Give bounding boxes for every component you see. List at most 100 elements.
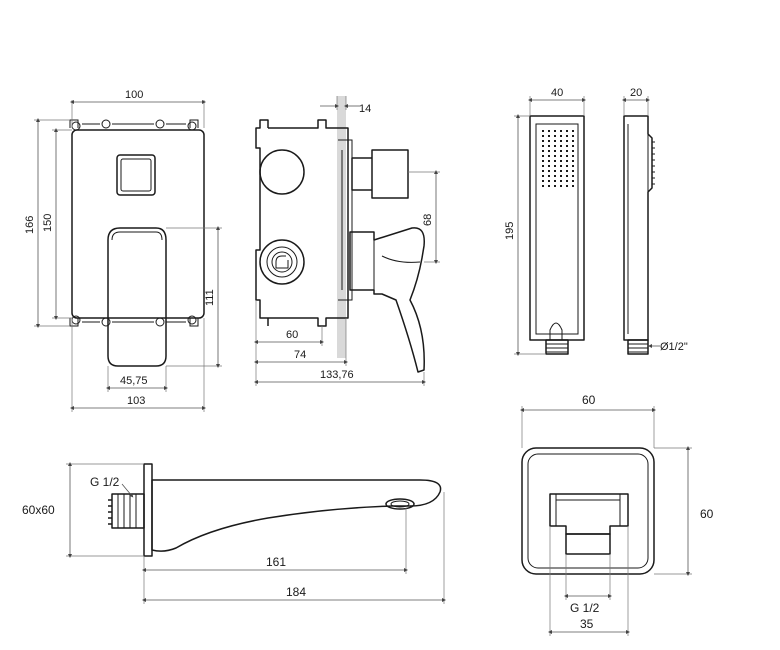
hand-shower-body <box>529 115 585 341</box>
spray-nozzle <box>542 180 544 182</box>
spray-nozzle <box>560 150 562 152</box>
spray-nozzle <box>566 160 568 162</box>
spray-nozzle <box>548 140 550 142</box>
outlet-thread <box>565 533 611 555</box>
spray-nozzle <box>548 150 550 152</box>
box-valve-lower <box>259 239 305 285</box>
dim-label-150: 150 <box>42 214 54 232</box>
spray-nozzle <box>554 140 556 142</box>
side-view: 14 68 60 74 133,76 <box>254 96 440 386</box>
spray-nozzle <box>542 145 544 147</box>
dim-label-184: 184 <box>286 585 306 599</box>
dim-label-195: 195 <box>504 222 516 240</box>
spray-nozzle <box>548 165 550 167</box>
spray-nozzle <box>560 145 562 147</box>
spray-nozzle <box>554 135 556 137</box>
dim-label-74: 74 <box>294 349 306 361</box>
spray-nozzle <box>548 160 550 162</box>
spray-nozzle <box>548 170 550 172</box>
spray-nozzle <box>542 140 544 142</box>
spray-nozzle <box>572 165 574 167</box>
spray-nozzle <box>566 170 568 172</box>
spray-nozzle <box>560 185 562 187</box>
spray-nozzle <box>560 130 562 132</box>
dim-label-14: 14 <box>359 103 371 115</box>
spray-nozzle <box>566 175 568 177</box>
spray-nozzle <box>566 135 568 137</box>
spray-nozzle <box>542 165 544 167</box>
spray-nozzle <box>554 165 556 167</box>
spout-thread <box>108 493 145 529</box>
mounting-box-body <box>255 119 349 327</box>
label-spout-thread: G 1/2 <box>90 475 120 489</box>
spray-nozzle <box>542 155 544 157</box>
spray-nozzle <box>566 145 568 147</box>
spray-nozzle <box>572 140 574 142</box>
dim-label-161: 161 <box>266 555 286 569</box>
front-cover-plate <box>71 129 205 319</box>
spray-nozzle <box>554 160 556 162</box>
spray-nozzle <box>566 150 568 152</box>
dim-label-133-76: 133,76 <box>320 369 354 381</box>
dim-label-20: 20 <box>630 87 642 99</box>
spray-nozzle <box>566 155 568 157</box>
spray-nozzle <box>548 175 550 177</box>
hand-shower-outlet-notch <box>549 322 563 340</box>
spray-nozzle <box>548 135 550 137</box>
spout-wall-flange <box>143 463 153 557</box>
dim-label-100: 100 <box>125 89 143 101</box>
spray-nozzle <box>548 130 550 132</box>
wall-outlet-view: 60 60 G 1/2 35 <box>520 393 714 636</box>
spray-nozzle <box>566 165 568 167</box>
spray-nozzle <box>542 185 544 187</box>
dim-label-68: 68 <box>422 214 434 226</box>
spray-nozzle <box>554 150 556 152</box>
spout-view: G 1/2 60x60 161 184 <box>22 462 446 604</box>
spray-nozzle <box>542 150 544 152</box>
spray-nozzle <box>560 135 562 137</box>
spray-nozzle <box>548 155 550 157</box>
front-view: 100 166 150 111 45,75 103 <box>24 89 222 412</box>
spray-nozzle <box>572 145 574 147</box>
spray-nozzle <box>572 150 574 152</box>
dim-label-166: 166 <box>24 216 36 234</box>
spray-nozzle <box>548 180 550 182</box>
spray-nozzle <box>542 135 544 137</box>
spray-nozzle <box>560 170 562 172</box>
spray-nozzle <box>542 175 544 177</box>
spray-nozzle <box>560 165 562 167</box>
spray-nozzle <box>554 145 556 147</box>
spray-nozzle <box>560 180 562 182</box>
dim-label-60-top: 60 <box>582 393 596 407</box>
outlet-plate <box>521 447 655 575</box>
spray-nozzle <box>560 175 562 177</box>
spray-nozzle <box>548 185 550 187</box>
spout-body <box>151 479 442 552</box>
spray-nozzle <box>572 130 574 132</box>
spray-nozzle <box>572 170 574 172</box>
spray-nozzle <box>566 130 568 132</box>
diverter-button <box>116 154 156 196</box>
spray-nozzle <box>542 130 544 132</box>
spray-nozzle <box>554 170 556 172</box>
spray-nozzle <box>572 175 574 177</box>
spray-nozzle <box>554 175 556 177</box>
side-lever <box>349 227 425 373</box>
front-mounting-box-outline <box>69 119 199 327</box>
spray-nozzle <box>572 160 574 162</box>
spray-nozzle <box>554 155 556 157</box>
dim-label-60-side: 60 <box>286 329 298 341</box>
spray-nozzle <box>542 160 544 162</box>
spray-nozzle <box>566 180 568 182</box>
box-valve-upper <box>259 149 305 195</box>
spray-nozzle <box>560 140 562 142</box>
spray-nozzle <box>572 180 574 182</box>
label-thread-side: Ø1/2" <box>660 341 688 353</box>
label-spout-flange: 60x60 <box>22 503 55 517</box>
spray-nozzle <box>572 185 574 187</box>
spray-nozzle <box>566 140 568 142</box>
dim-label-60-right: 60 <box>700 507 714 521</box>
spray-nozzle <box>554 185 556 187</box>
dim-label-45-75: 45,75 <box>120 375 148 387</box>
